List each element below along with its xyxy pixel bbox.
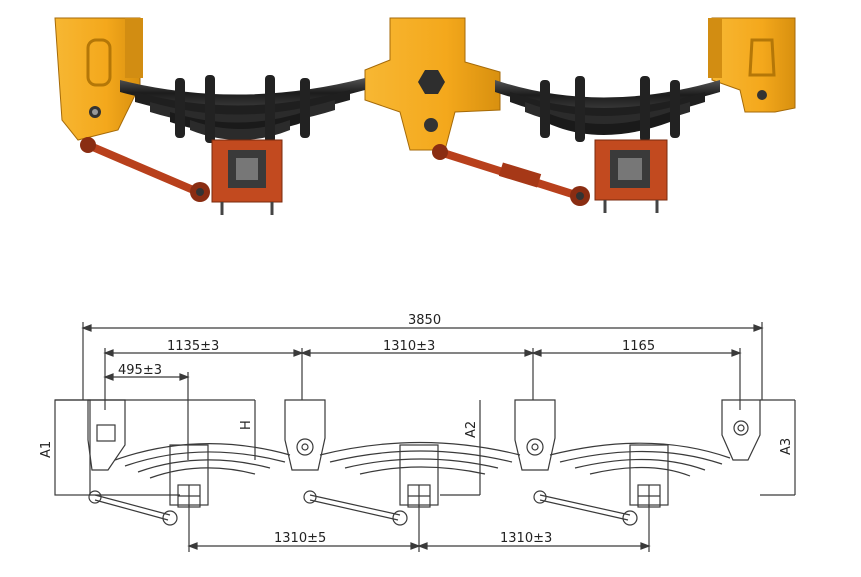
drawing-torque-rods	[88, 490, 638, 526]
label-rear-spacing: 1165	[622, 339, 655, 354]
leaf-spring-front	[120, 75, 365, 143]
rear-hanger-bracket	[708, 17, 796, 113]
dimension-hanger-spacing	[103, 348, 742, 410]
label-small-offset: 495±3	[118, 363, 162, 378]
front-hanger-bracket	[54, 17, 143, 141]
dimension-axle-spacing	[187, 505, 651, 552]
axle-seat-rear	[594, 139, 668, 213]
label-axle-1-2: 1310±5	[274, 531, 326, 546]
dimension-small	[103, 372, 190, 460]
suspension-photo	[54, 17, 796, 215]
axle-seat-front	[211, 139, 283, 215]
label-a2: A2	[464, 421, 479, 438]
dimension-overall	[81, 322, 764, 400]
drawing-springs	[114, 441, 731, 479]
label-front-spacing: 1135±3	[167, 339, 219, 354]
label-middle-spacing: 1310±3	[383, 339, 435, 354]
label-a1: A1	[39, 441, 54, 458]
label-axle-2-3: 1310±3	[500, 531, 552, 546]
leaf-spring-rear	[495, 76, 720, 142]
torque-rod-front	[80, 137, 210, 202]
drawing-hangers	[87, 399, 761, 471]
label-overall-length: 3850	[408, 313, 441, 328]
torque-rod-rear	[432, 144, 590, 206]
label-a3: A3	[779, 438, 794, 455]
label-h: H	[239, 420, 254, 430]
